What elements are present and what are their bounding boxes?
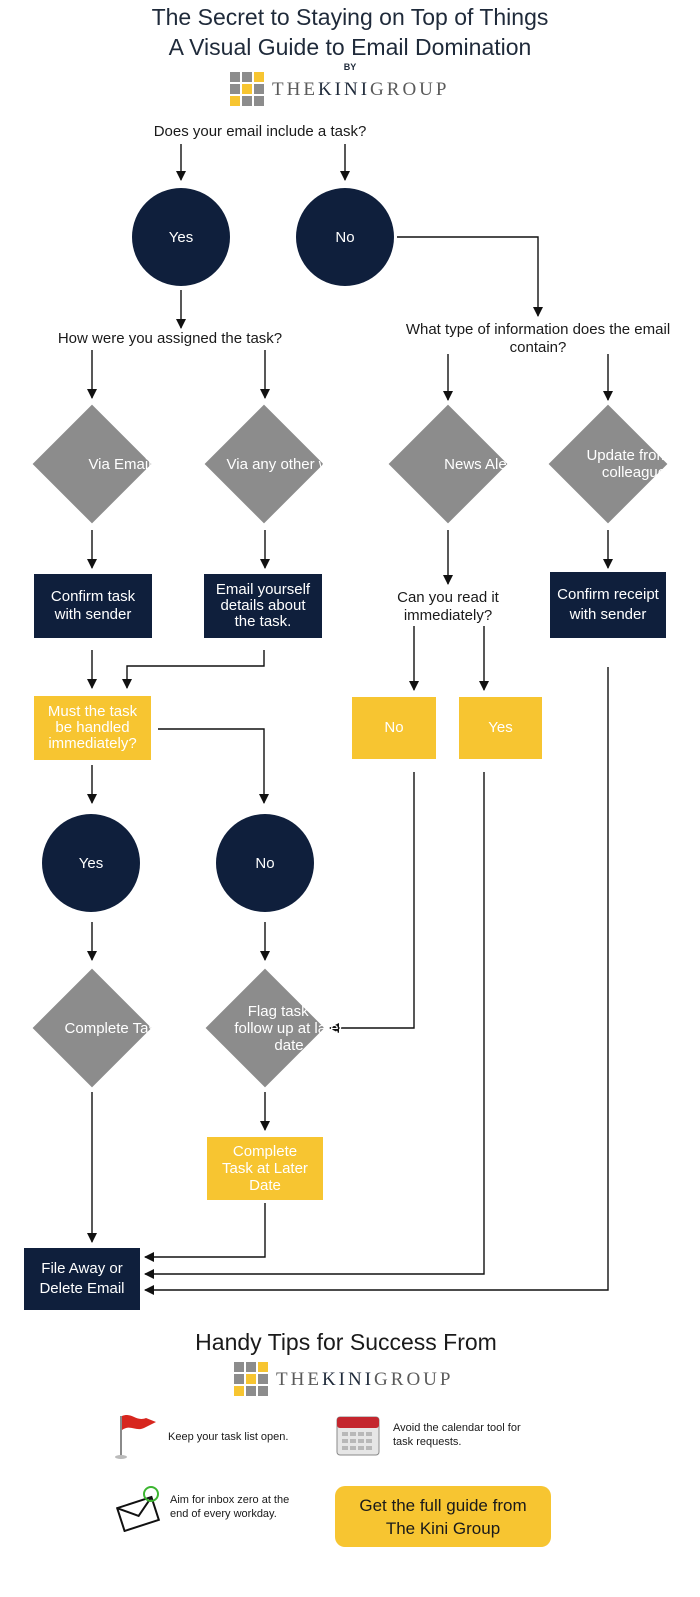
envelope-icon [116,1486,161,1532]
logo-wordmark: THEKINIGROUP [272,79,450,100]
arrow [329,772,415,1033]
handle-no-node: No [216,814,314,912]
complete-task-label: Complete Task [64,1019,164,1037]
kini-logo: THEKINIGROUP [230,72,449,108]
read-yes-box: Yes [459,697,542,759]
flag-icon [115,1415,156,1459]
arrow [144,772,485,1279]
logo-wordmark: THEKINIGROUP [276,1369,454,1390]
arrow [397,236,543,317]
read-no-box: No [352,697,436,759]
via-other-label: Via any other way [226,455,346,473]
arrow [158,728,269,804]
yes-node: Yes [132,188,230,286]
via-other-node: Via any other way [204,404,345,524]
news-alert-label: News Alert [444,455,516,473]
question-task: Does your email include a task? [153,123,367,140]
confirm-receipt-box: Confirm receipt with sender [550,572,666,638]
flag-task-label: Flag task for follow up at later date [234,1002,344,1054]
handle-yes-node: Yes [42,814,140,912]
kini-logo-icon [230,72,264,106]
question-read: Can you read it immediately? [397,589,499,624]
arrow [144,1203,266,1262]
tips-heading: Handy Tips for Success From [195,1329,497,1355]
arrow [144,667,609,1295]
update-colleague-node: Update from a colleague [548,404,682,524]
confirm-task-box: Confirm task with sender [34,574,152,638]
must-handle-box: Must the task be handled immediately? [34,696,151,760]
complete-task-node: Complete Task [32,968,163,1088]
no-node: No [296,188,394,286]
complete-later-box: Complete Task at Later Date [207,1137,323,1200]
flag-task-node: Flag task for follow up at later date [205,968,344,1088]
tip-calendar: Avoid the calendar tool for task request… [393,1422,521,1448]
via-email-label: Via Email [88,455,152,473]
page-subtitle: A Visual Guide to Email Domination [168,34,532,60]
news-alert-node: News Alert [388,404,516,524]
by-label: BY [343,62,357,72]
get-guide-button[interactable]: Get the full guide from The Kini Group [335,1486,551,1547]
calendar-icon [336,1416,380,1456]
question-info: What type of information does the email … [405,321,671,356]
tip-inbox-zero: Aim for inbox zero at the end of every w… [170,1494,290,1520]
file-away-box: File Away or Delete Email [24,1248,140,1310]
page-title: The Secret to Staying on Top of Things [151,4,549,30]
email-yourself-box: Email yourself details about the task. [204,574,322,638]
question-assigned: How were you assigned the task? [57,330,283,347]
kini-logo-tips: THEKINIGROUP [234,1362,453,1398]
via-email-node: Via Email [32,404,152,524]
kini-logo-icon [234,1362,268,1396]
arrow [122,650,265,689]
update-colleague-label: Update from a colleague [586,447,682,481]
tip-task-list: Keep your task list open. [168,1431,289,1443]
